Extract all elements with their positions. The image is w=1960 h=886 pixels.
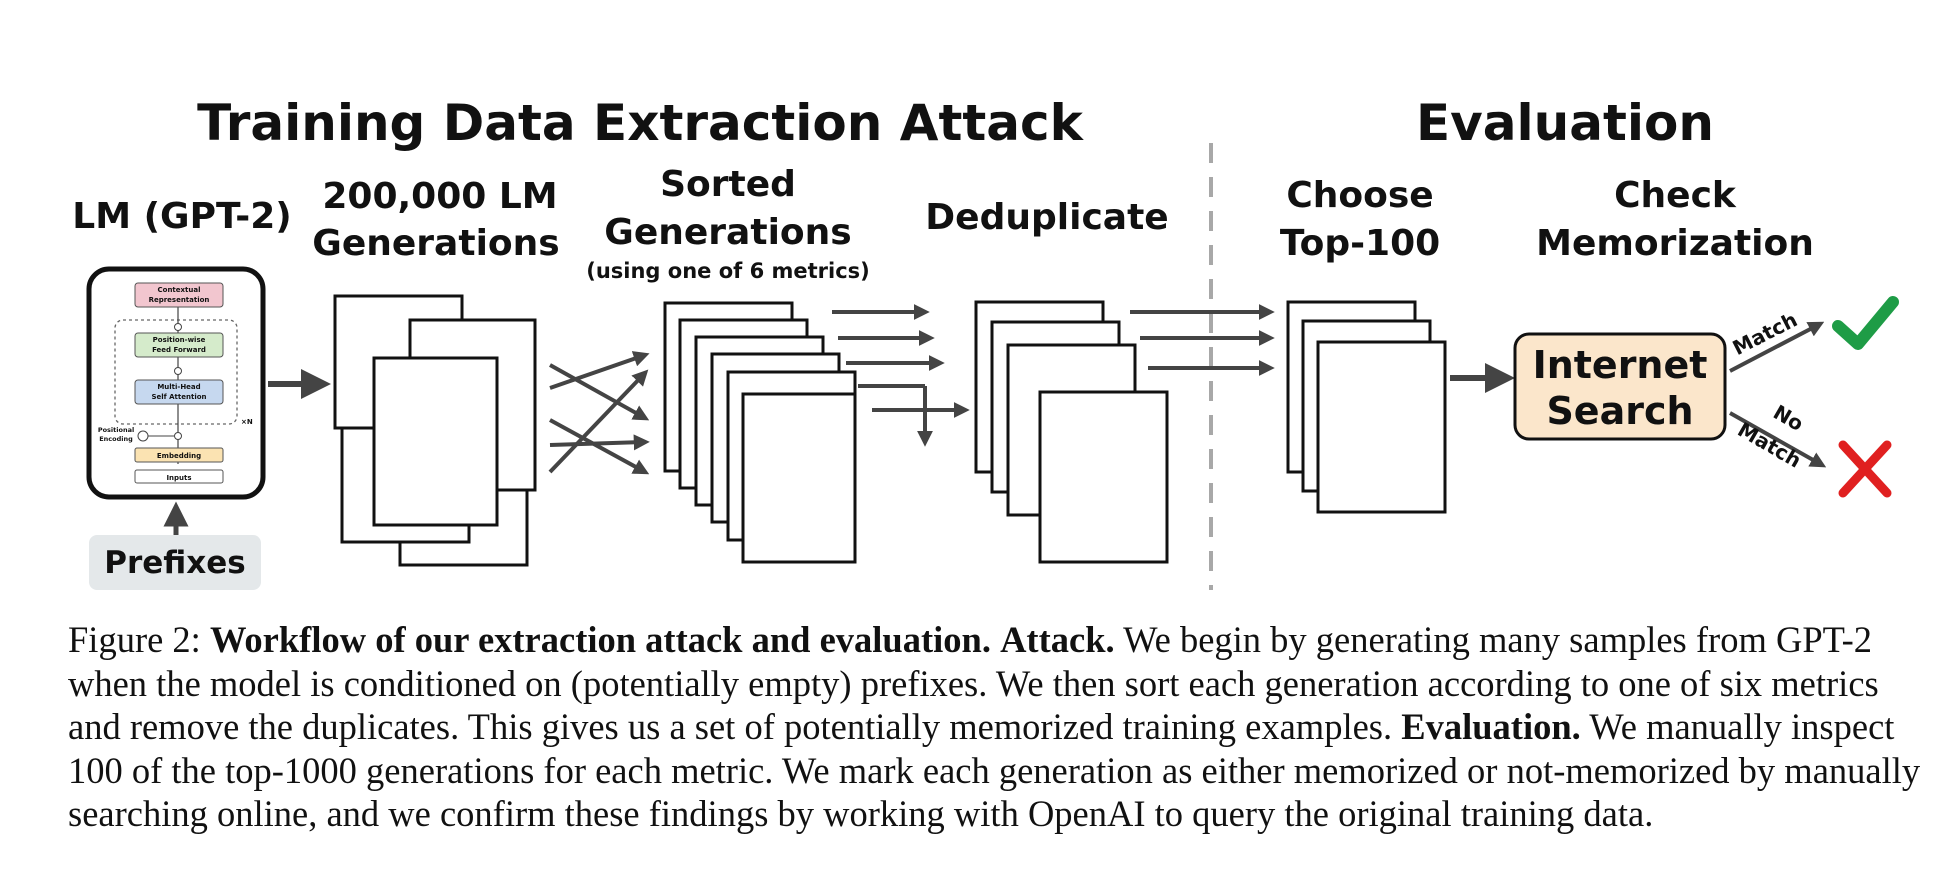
caption-line-1: Figure 2: Workflow of our extraction att… bbox=[68, 618, 1908, 662]
contextual-representation-block bbox=[134, 282, 224, 308]
match-arrow bbox=[1729, 321, 1825, 373]
attention-label-2: Self Attention bbox=[151, 393, 206, 401]
caption-line-2: when the model is conditioned on (potent… bbox=[68, 662, 1879, 704]
self-attention-block bbox=[134, 379, 224, 405]
caption-line-4: 100 of the top-1000 generations for each… bbox=[68, 749, 1921, 791]
stage-title-lm: LM (GPT-2) bbox=[72, 196, 291, 237]
caption-line-3-text: and remove the duplicates. This gives us… bbox=[68, 706, 1393, 747]
prefixes-label: Prefixes bbox=[104, 545, 245, 581]
stage-title-sorted-2: Generations bbox=[604, 212, 851, 253]
ffn-label-2: Feed Forward bbox=[152, 346, 206, 354]
stage-title-check-2: Memorization bbox=[1536, 223, 1814, 264]
contextual-label-1: Contextual bbox=[158, 286, 201, 294]
inputs-block bbox=[134, 469, 224, 484]
embedding-block bbox=[134, 447, 224, 463]
top100-stack bbox=[1286, 300, 1447, 514]
no-match-label-1: No bbox=[1769, 400, 1807, 436]
caption-evaluation-label: Evaluation. bbox=[1401, 706, 1581, 747]
stage-title-sorted-1: Sorted bbox=[660, 164, 796, 205]
sorted-stack bbox=[663, 301, 857, 564]
stage-title-dedup: Deduplicate bbox=[925, 197, 1168, 238]
caption-label: Figure 2: bbox=[68, 619, 201, 660]
attack-section-title: Training Data Extraction Attack bbox=[197, 94, 1085, 152]
caption-attack-label: Attack. bbox=[1000, 619, 1115, 660]
search-label-2: Search bbox=[1546, 389, 1693, 433]
shuffle-arrows bbox=[548, 351, 650, 475]
positional-label-2: Encoding bbox=[99, 435, 133, 443]
dedup-stack bbox=[974, 300, 1169, 564]
lm-model-box: Contextual Representation Position-wise … bbox=[86, 266, 266, 500]
stage-title-check-1: Check bbox=[1614, 175, 1737, 216]
inputs-label: Inputs bbox=[166, 474, 191, 482]
generations-pile bbox=[333, 294, 537, 567]
contextual-label-2: Representation bbox=[149, 296, 210, 304]
caption-line-3: and remove the duplicates. This gives us… bbox=[68, 705, 1908, 749]
embedding-label: Embedding bbox=[157, 452, 201, 460]
ffn-label-1: Position-wise bbox=[153, 336, 206, 344]
caption-title: Workflow of our extraction attack and ev… bbox=[209, 619, 991, 660]
evaluation-section-title: Evaluation bbox=[1416, 94, 1714, 152]
figure-caption: Figure 2: Workflow of our extraction att… bbox=[68, 618, 1921, 836]
caption-line-1-rest: We begin by generating many samples from… bbox=[1123, 619, 1872, 660]
stage-note-metrics: (using one of 6 metrics) bbox=[586, 259, 870, 283]
check-icon bbox=[1832, 296, 1899, 350]
positional-label-1: Positional bbox=[98, 426, 134, 434]
stage-title-generations-1: 200,000 LM bbox=[322, 176, 557, 217]
no-match-arrow bbox=[1729, 411, 1827, 468]
caption-line-3-rest: We manually inspect bbox=[1589, 706, 1895, 747]
feed-forward-block bbox=[134, 332, 224, 358]
stage-title-choose-1: Choose bbox=[1286, 175, 1433, 216]
repeat-label: ×N bbox=[241, 418, 253, 426]
prefixes-box bbox=[89, 535, 261, 590]
attention-label-1: Multi-Head bbox=[157, 383, 200, 391]
caption-line-5: searching online, and we confirm these f… bbox=[68, 793, 1654, 834]
cross-icon bbox=[1838, 440, 1892, 498]
search-label-1: Internet bbox=[1533, 343, 1708, 387]
internet-search-box bbox=[1513, 332, 1727, 441]
dedup-to-choose-arrows bbox=[1130, 304, 1275, 376]
sort-to-dedup-arrows bbox=[832, 304, 970, 447]
stage-title-generations-2: Generations bbox=[312, 223, 559, 264]
stage-title-choose-2: Top-100 bbox=[1280, 223, 1440, 264]
